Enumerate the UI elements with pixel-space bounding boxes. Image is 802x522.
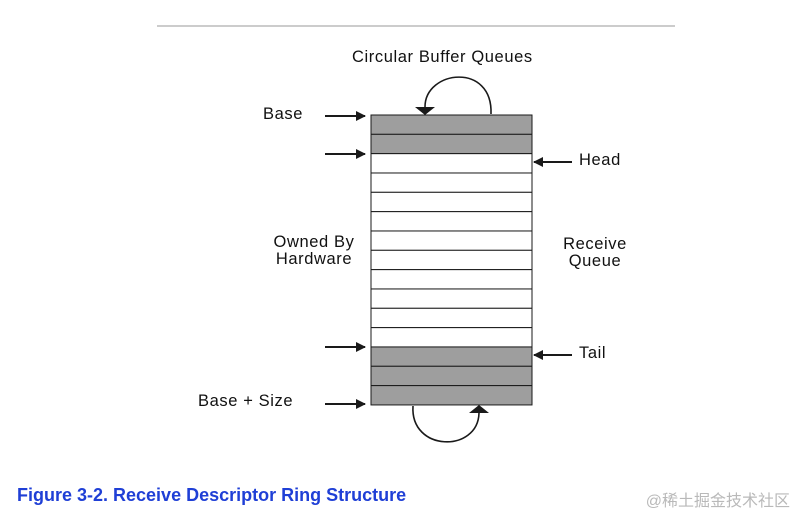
tail-label: Tail [579,344,607,362]
ring-slot [370,153,533,174]
head-label: Head [579,151,621,169]
diagram-title: Circular Buffer Queues [352,48,533,66]
owned-line-2: Hardware [275,250,353,268]
owned-by-hardware-label: Owned By Hardware [262,234,366,268]
ring-slot [370,288,533,309]
circular-arrow-top [424,76,492,115]
ring-slot [370,172,533,193]
descriptor-ring [370,114,533,406]
ring-slot [370,307,533,329]
circular-arrow-bottom [412,405,480,443]
circular-arrowhead-top [415,107,435,115]
ring-slot [370,211,533,232]
ring-slot [370,327,533,348]
figure-caption: Figure 3-2. Receive Descriptor Ring Stru… [17,485,407,505]
ring-slot [370,385,533,406]
ring-slot [370,249,533,271]
receive-queue-label: Receive Queue [551,236,639,270]
receive-line-2: Queue [568,252,622,270]
watermark: @稀土掘金技术社区 [645,493,790,510]
base-size-label: Base + Size [198,392,294,410]
ring-slot [370,114,533,135]
ring-slot [370,346,533,367]
ring-slot [370,191,533,213]
ring-slot [370,365,533,387]
ring-slot [370,230,533,251]
owned-line-1: Owned By [273,233,355,251]
base-label: Base [263,105,304,123]
ring-slot [370,269,533,290]
receive-line-1: Receive [563,235,627,253]
circular-arrowhead-bottom [469,405,489,413]
ring-slot [370,133,533,155]
